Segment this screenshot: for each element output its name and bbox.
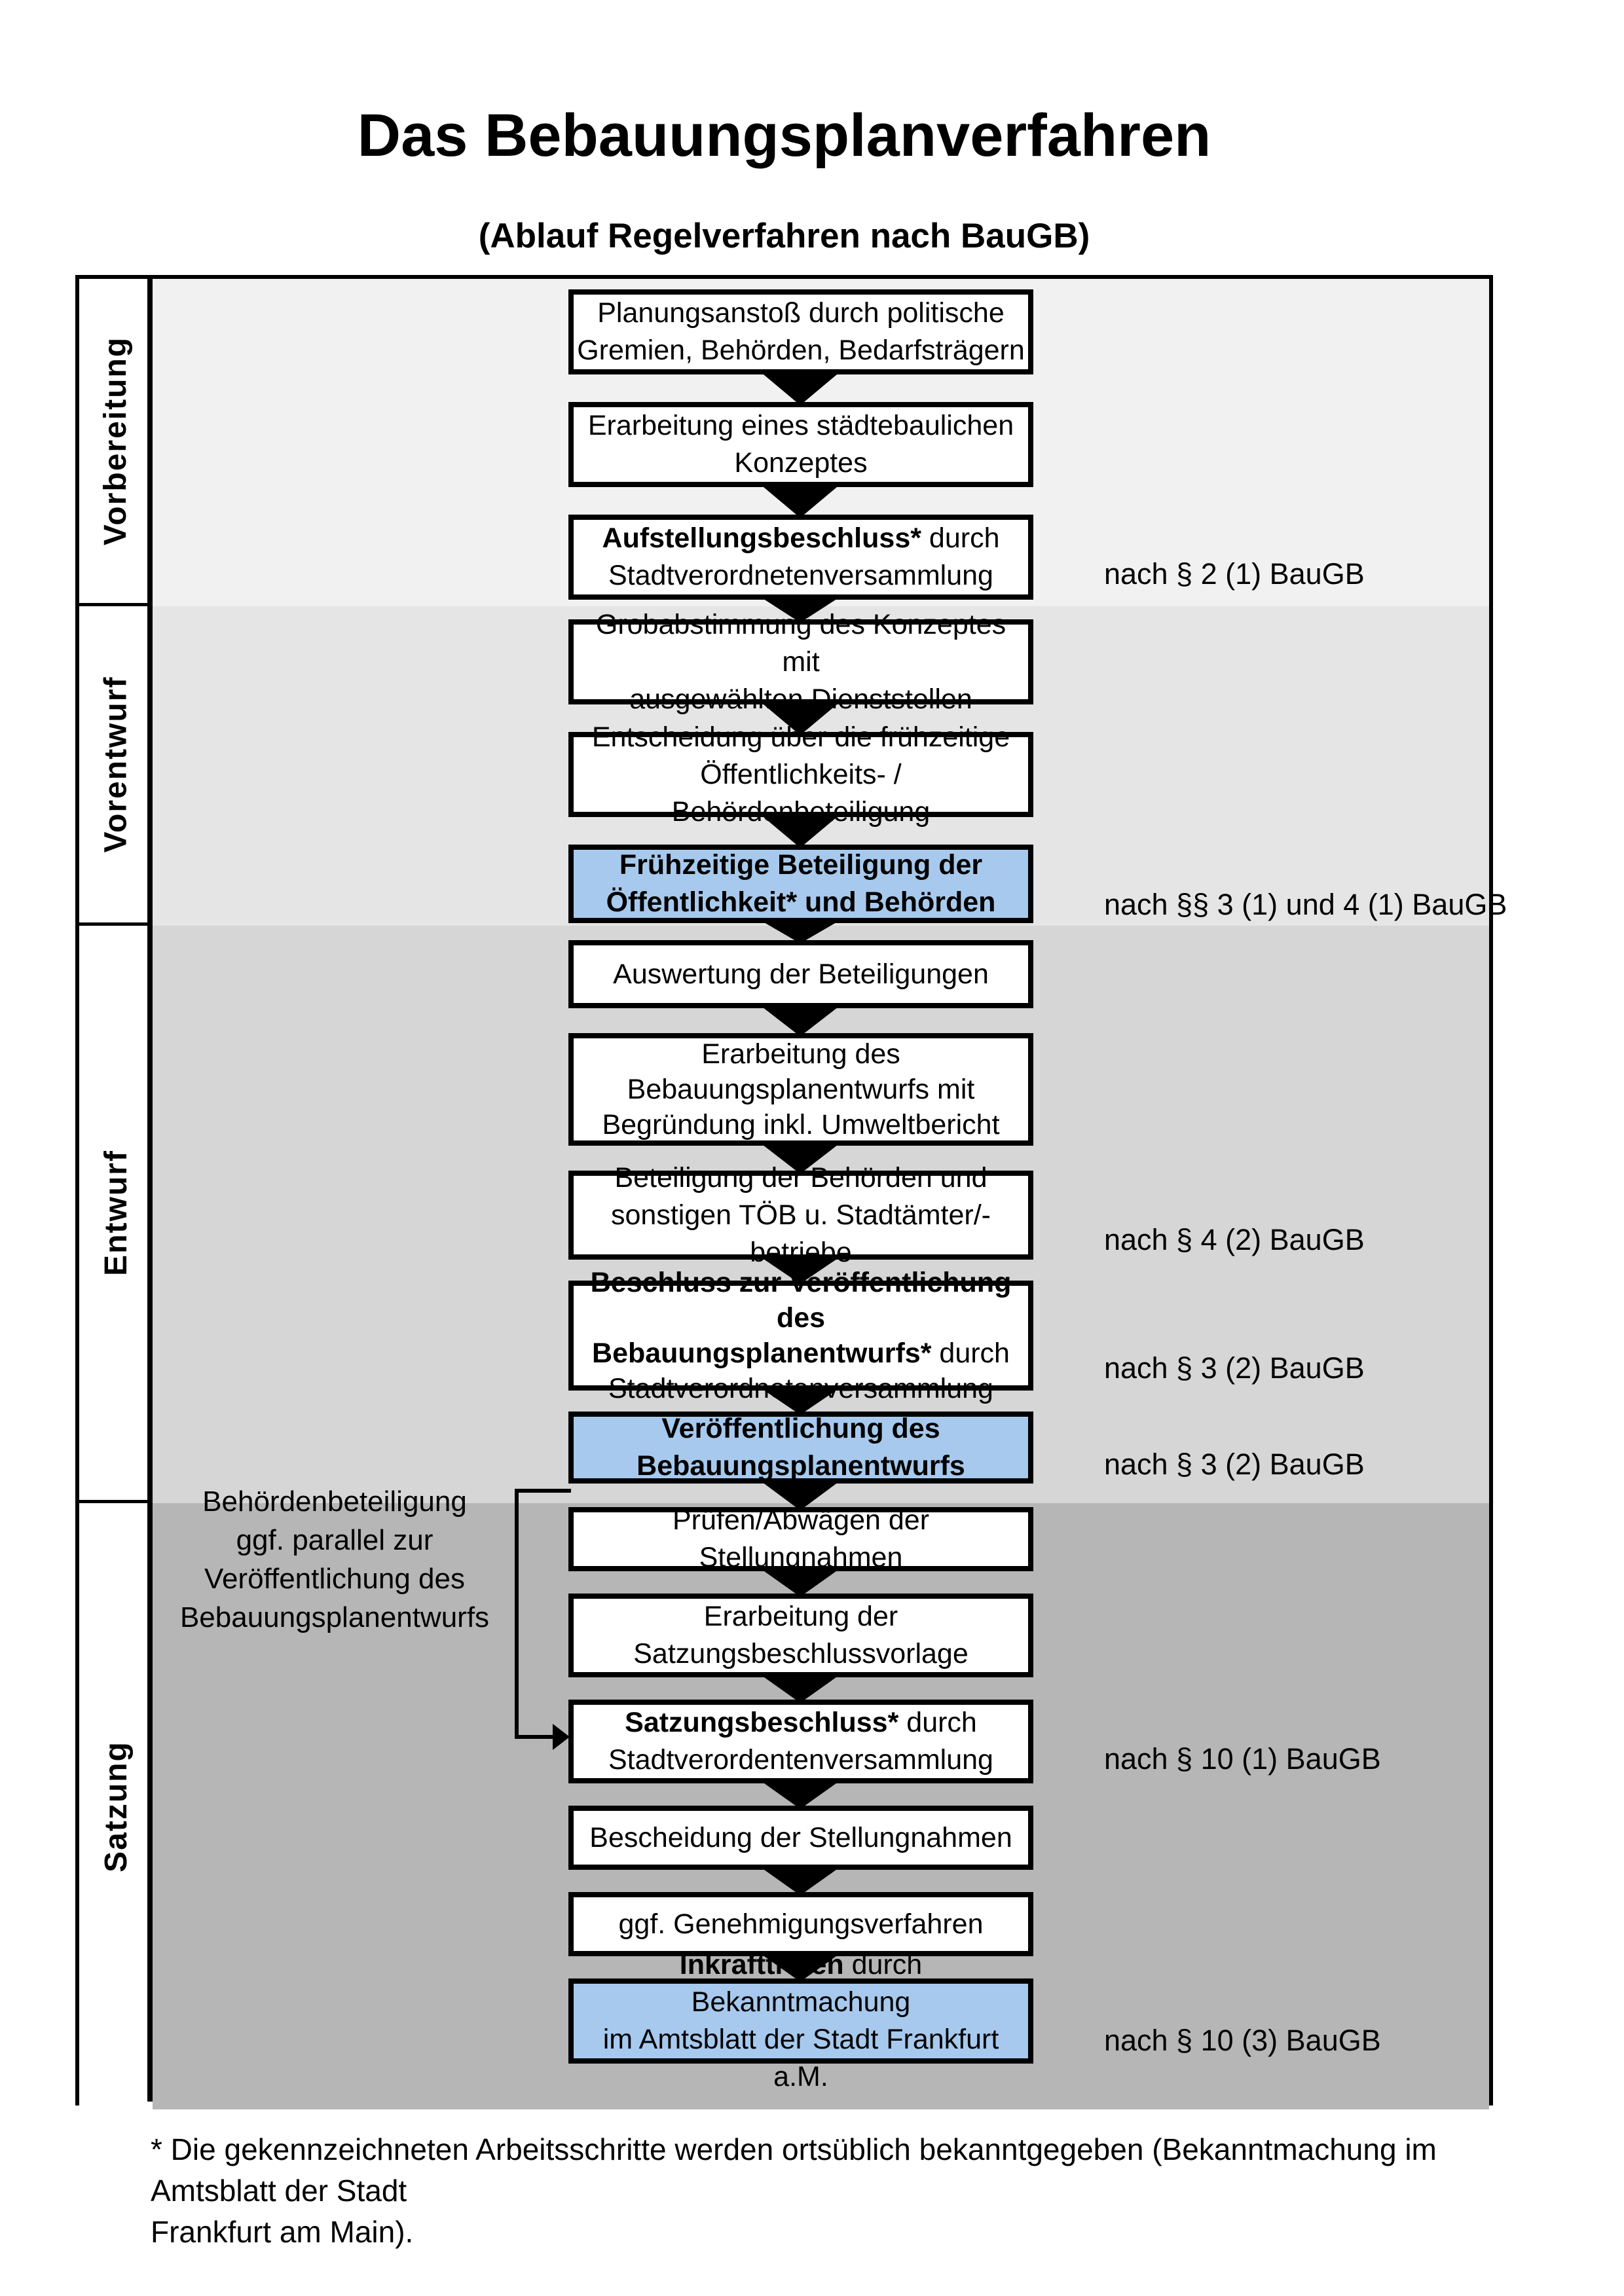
phase-label-cell: Satzung xyxy=(79,1503,153,2109)
flow-step: Auswertung der Beteiligungen xyxy=(568,940,1033,1008)
flow-step-line: Bebauungsplanentwurfs* durch xyxy=(592,1338,1010,1369)
flow-step-line: Erarbeitung des xyxy=(701,1038,900,1070)
flow-step: ggf. Genehmigungsverfahren xyxy=(568,1892,1033,1956)
flow-step-line: Bescheidung der Stellungnahmen xyxy=(589,1821,1012,1853)
connector-arrow-right-icon xyxy=(553,1724,570,1750)
page-subtitle: (Ablauf Regelverfahren nach BauGB) xyxy=(478,217,1090,255)
legal-reference: nach § 10 (1) BauGB xyxy=(1104,1742,1381,1776)
footnote: * Die gekennzeichneten Arbeitsschritte w… xyxy=(151,2132,1437,2249)
phase-label-cell: Vorentwurf xyxy=(79,606,153,926)
connector-line-top xyxy=(515,1489,571,1493)
flow-arrow-down-icon xyxy=(760,596,841,623)
flow-arrow-down-icon xyxy=(760,1480,841,1510)
flow-step-line: Erarbeitung der xyxy=(703,1601,898,1632)
flow-arrow-down-icon xyxy=(760,1142,841,1174)
flow-step-line: Planungsanstoß durch politische xyxy=(597,297,1005,329)
flow-step-line: Stadtverordentenversammlung xyxy=(608,1744,993,1776)
phase-label: Vorbereitung xyxy=(98,336,134,546)
flow-step-line: Beteiligung der Behörden und xyxy=(614,1161,987,1194)
page-title: Das Bebauungsplanverfahren xyxy=(357,102,1211,169)
legal-reference: nach §§ 3 (1) und 4 (1) BauGB xyxy=(1104,888,1507,921)
flow-step-line: im Amtsblatt der Stadt Frankfurt a.M. xyxy=(602,2024,999,2092)
legal-reference: nach § 4 (2) BauGB xyxy=(1104,1223,1365,1256)
legal-reference: nach § 2 (1) BauGB xyxy=(1104,557,1365,591)
label-column-divider xyxy=(147,279,153,2102)
flow-arrow-down-icon xyxy=(760,1953,841,1982)
legal-reference: nach § 3 (2) BauGB xyxy=(1104,1351,1365,1385)
flow-arrow-down-icon xyxy=(760,484,841,518)
flow-step-line: Bebauungsplanentwurfs xyxy=(637,1450,965,1482)
flow-step-line: Gremien, Behörden, Bedarfsträgern xyxy=(577,335,1025,366)
flow-step-line: ggf. Genehmigungsverfahren xyxy=(618,1908,984,1940)
flow-arrow-down-icon xyxy=(760,1005,841,1036)
flow-step-line: Konzeptes xyxy=(734,447,868,479)
flow-step-line: Auswertung der Beteiligungen xyxy=(613,958,989,990)
flow-step: Prüfen/Abwägen der Stellungnahmen xyxy=(568,1504,1033,1573)
phase-label-cell: Entwurf xyxy=(79,926,153,1503)
flow-arrow-down-icon xyxy=(760,371,841,405)
connector-line-bottom xyxy=(515,1735,555,1739)
flow-step-line: Satzungsbeschluss* durch xyxy=(625,1707,977,1738)
flow-step-line: Inkrafttreten durch Bekanntmachung xyxy=(679,1949,923,2018)
flow-arrow-down-icon xyxy=(760,814,841,848)
flow-step-line: Veröffentlichung des xyxy=(661,1413,940,1444)
phase-label: Entwurf xyxy=(98,1150,134,1276)
phase-label: Satzung xyxy=(98,1740,134,1872)
flow-step-line: Grobabstimmung des Konzeptes mit xyxy=(595,608,1006,678)
flow-step-line: Satzungsbeschlussvorlage xyxy=(633,1638,969,1669)
flow-step-line: Erarbeitung eines städtebaulichen xyxy=(587,410,1014,441)
legal-reference: nach § 10 (3) BauGB xyxy=(1104,2024,1381,2057)
flow-arrow-down-icon xyxy=(760,1780,841,1809)
flow-step-line: Stadtverordnetenversammlung xyxy=(608,560,993,591)
flow-arrow-down-icon xyxy=(760,1568,841,1597)
flow-step-line: Öffentlichkeits- / Behördenbeteiligung xyxy=(671,758,931,828)
flow-step-line: Bebauungsplanentwurfs mit xyxy=(627,1074,975,1105)
flow-step-line: Aufstellungsbeschluss* durch xyxy=(602,522,1000,554)
flow-arrow-down-icon xyxy=(760,1256,841,1284)
flow-arrow-down-icon xyxy=(760,920,841,943)
flow-arrow-down-icon xyxy=(760,1674,841,1703)
phase-label: Vorentwurf xyxy=(98,676,134,853)
parallel-process-annotation: Behördenbeteiligung ggf. parallel zur Ve… xyxy=(179,1485,490,1633)
flow-step: Bescheidung der Stellungnahmen xyxy=(568,1806,1033,1870)
flow-arrow-down-icon xyxy=(760,1867,841,1895)
flow-step-line: Entscheidung über die frühzeitige xyxy=(591,721,1010,753)
legal-reference: nach § 3 (2) BauGB xyxy=(1104,1448,1365,1481)
connector-line-vertical xyxy=(515,1489,519,1739)
flow-step-line: Beschluss zur Veröffentlichung des xyxy=(590,1267,1012,1334)
phase-label-cell: Vorbereitung xyxy=(79,279,153,606)
flow-step-line: Öffentlichkeit* und Behörden xyxy=(606,886,996,918)
flow-arrow-down-icon xyxy=(760,701,841,735)
flow-step-line: Begründung inkl. Umweltbericht xyxy=(602,1109,1000,1140)
flow-step-line: Prüfen/Abwägen der Stellungnahmen xyxy=(672,1504,930,1573)
flow-arrow-down-icon xyxy=(760,1387,841,1415)
flow-step-line: Frühzeitige Beteiligung der xyxy=(619,849,983,881)
